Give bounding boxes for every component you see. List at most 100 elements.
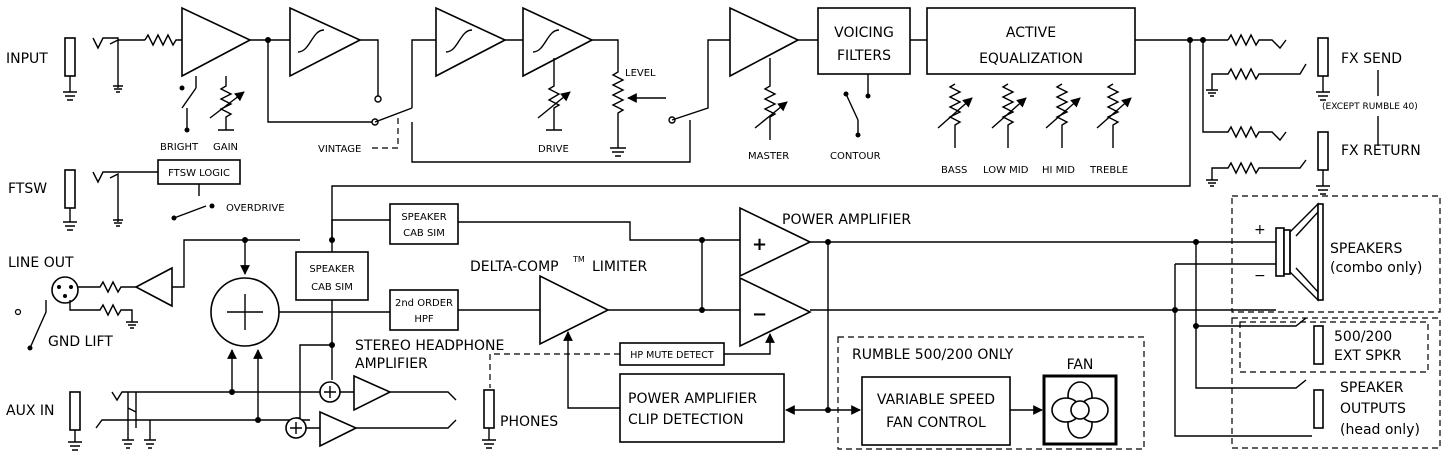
bass-pot [948, 83, 962, 148]
hpf-line1: 2nd ORDER [395, 298, 453, 309]
phones-label: PHONES [500, 414, 558, 430]
master-label: MASTER [748, 151, 789, 162]
speaker-minus: − [1254, 268, 1266, 284]
active-eq-line1: ACTIVE [1006, 25, 1056, 41]
ftsw-logic-label: FTSW LOGIC [168, 168, 230, 179]
active-eq-line2: EQUALIZATION [979, 51, 1083, 67]
vintage-label: VINTAGE [318, 144, 361, 155]
eq-pots [937, 83, 1132, 148]
hpf-line2: HPF [414, 314, 434, 325]
limiter-label: LIMITER [592, 259, 648, 275]
stereo-hp-line2: AMPLIFIER [355, 356, 428, 372]
fan-control-line1: VARIABLE SPEED [877, 392, 995, 408]
speakers-line2: (combo only) [1330, 260, 1422, 276]
speaker-cab-sim-top [389, 203, 459, 245]
power-amp-plus: + [752, 234, 767, 255]
ext-spkr-frame [1239, 321, 1429, 373]
delta-comp-limiter [539, 274, 610, 346]
delta-comp-label: DELTA-COMP [470, 259, 559, 275]
clip-detection-box [619, 373, 785, 443]
rumble-only-frame [837, 336, 1145, 450]
power-amp-label: POWER AMPLIFIER [782, 212, 911, 228]
master-pot [763, 58, 777, 140]
clip-detection-line2: CLIP DETECTION [628, 412, 744, 428]
low-mid-pot [1001, 83, 1015, 148]
ext-spkr-line2: EXT SPKR [1334, 348, 1402, 364]
fan-blades-icon [1051, 381, 1109, 439]
cab-sim-bottom-1: SPEAKER [309, 264, 354, 275]
power-amp-positive [739, 206, 812, 278]
gnd-lift-switch [29, 300, 47, 349]
active-eq-box [926, 7, 1136, 75]
bass-label: BASS [941, 165, 967, 176]
hp-amp-left [353, 374, 392, 412]
fx-return-label: FX RETURN [1341, 143, 1421, 159]
gain-pot [218, 76, 234, 131]
hi-mid-pot [1055, 83, 1069, 148]
speakers-line1: SPEAKERS [1330, 241, 1403, 257]
stereo-hp-line1: STEREO HEADPHONE [355, 338, 504, 354]
power-amp-negative [739, 276, 812, 348]
fan-label: FAN [1067, 357, 1094, 373]
contour-switch [845, 93, 859, 121]
clipper-stage-1 [289, 6, 362, 78]
cab-sim-top-2: CAB SIM [403, 228, 445, 239]
rumble-only-label: RUMBLE 500/200 ONLY [852, 347, 1014, 363]
level-switch [671, 39, 730, 121]
ext-spkr-line1: 500/200 [1334, 329, 1392, 345]
overdrive-switch [173, 205, 207, 219]
fx-send-jack [1317, 37, 1329, 77]
master-stage [729, 6, 800, 78]
hpf-box [389, 289, 459, 331]
fx-return-resistor [1202, 40, 1287, 142]
speaker-outputs-line3: (head only) [1340, 422, 1420, 438]
level-pot [592, 39, 626, 157]
voicing-filters-line2: FILTERS [837, 48, 891, 64]
treble-pot [1106, 83, 1120, 148]
ftsw-label: FTSW [8, 181, 47, 197]
input-resistor [144, 33, 182, 47]
fan-control-box [861, 376, 1011, 446]
input-jack [64, 37, 76, 77]
fx-return-jack [1317, 131, 1329, 171]
aux-in-jack [69, 391, 81, 431]
gnd-lift-label: GND LIFT [48, 334, 113, 350]
clip-detection-line1: POWER AMPLIFIER [628, 391, 757, 407]
overdrive-label: OVERDRIVE [226, 203, 285, 214]
ftsw-jack [64, 169, 76, 209]
line-out-resistor [78, 280, 136, 294]
level-label: LEVEL [625, 68, 656, 79]
clipper-stage-2 [435, 6, 507, 78]
except-rumble-label: (EXCEPT RUMBLE 40) [1322, 102, 1418, 112]
vintage-switch [374, 107, 413, 123]
drive-label: DRIVE [538, 144, 569, 155]
input-label: INPUT [6, 51, 48, 67]
xlr-connector [51, 276, 79, 304]
bright-label: BRIGHT [160, 142, 199, 153]
speaker-plus: + [1254, 222, 1266, 238]
contour-label: CONTOUR [830, 151, 881, 162]
voicing-filters-box [817, 7, 911, 75]
speaker-outputs-line2: OUTPUTS [1340, 401, 1406, 417]
cab-sim-top-1: SPEAKER [401, 212, 446, 223]
low-mid-label: LOW MID [983, 165, 1029, 176]
speaker-outputs-line1: SPEAKER [1340, 380, 1404, 396]
preamp-gain-stage [181, 6, 252, 78]
ext-spkr-jack [1313, 325, 1324, 365]
hp-amp-right [319, 410, 358, 448]
delta-comp-tm: TM [572, 255, 585, 264]
fx-send-label: FX SEND [1341, 51, 1402, 67]
aux-in-label: AUX IN [6, 403, 54, 419]
speaker-output-jack [1313, 389, 1324, 429]
drive-pot [546, 58, 562, 131]
input-section: INPUT [6, 33, 182, 101]
power-amp-minus: − [752, 304, 767, 325]
phones-jack [483, 389, 495, 429]
speakers-combo-frame [1231, 195, 1441, 313]
voicing-filters-line1: VOICING [834, 25, 894, 41]
hp-mute-detect-label: HP MUTE DETECT [630, 350, 714, 361]
input-tip-wire [92, 37, 145, 88]
cab-sim-bottom-2: CAB SIM [311, 282, 353, 293]
line-out-label: LINE OUT [8, 255, 74, 271]
